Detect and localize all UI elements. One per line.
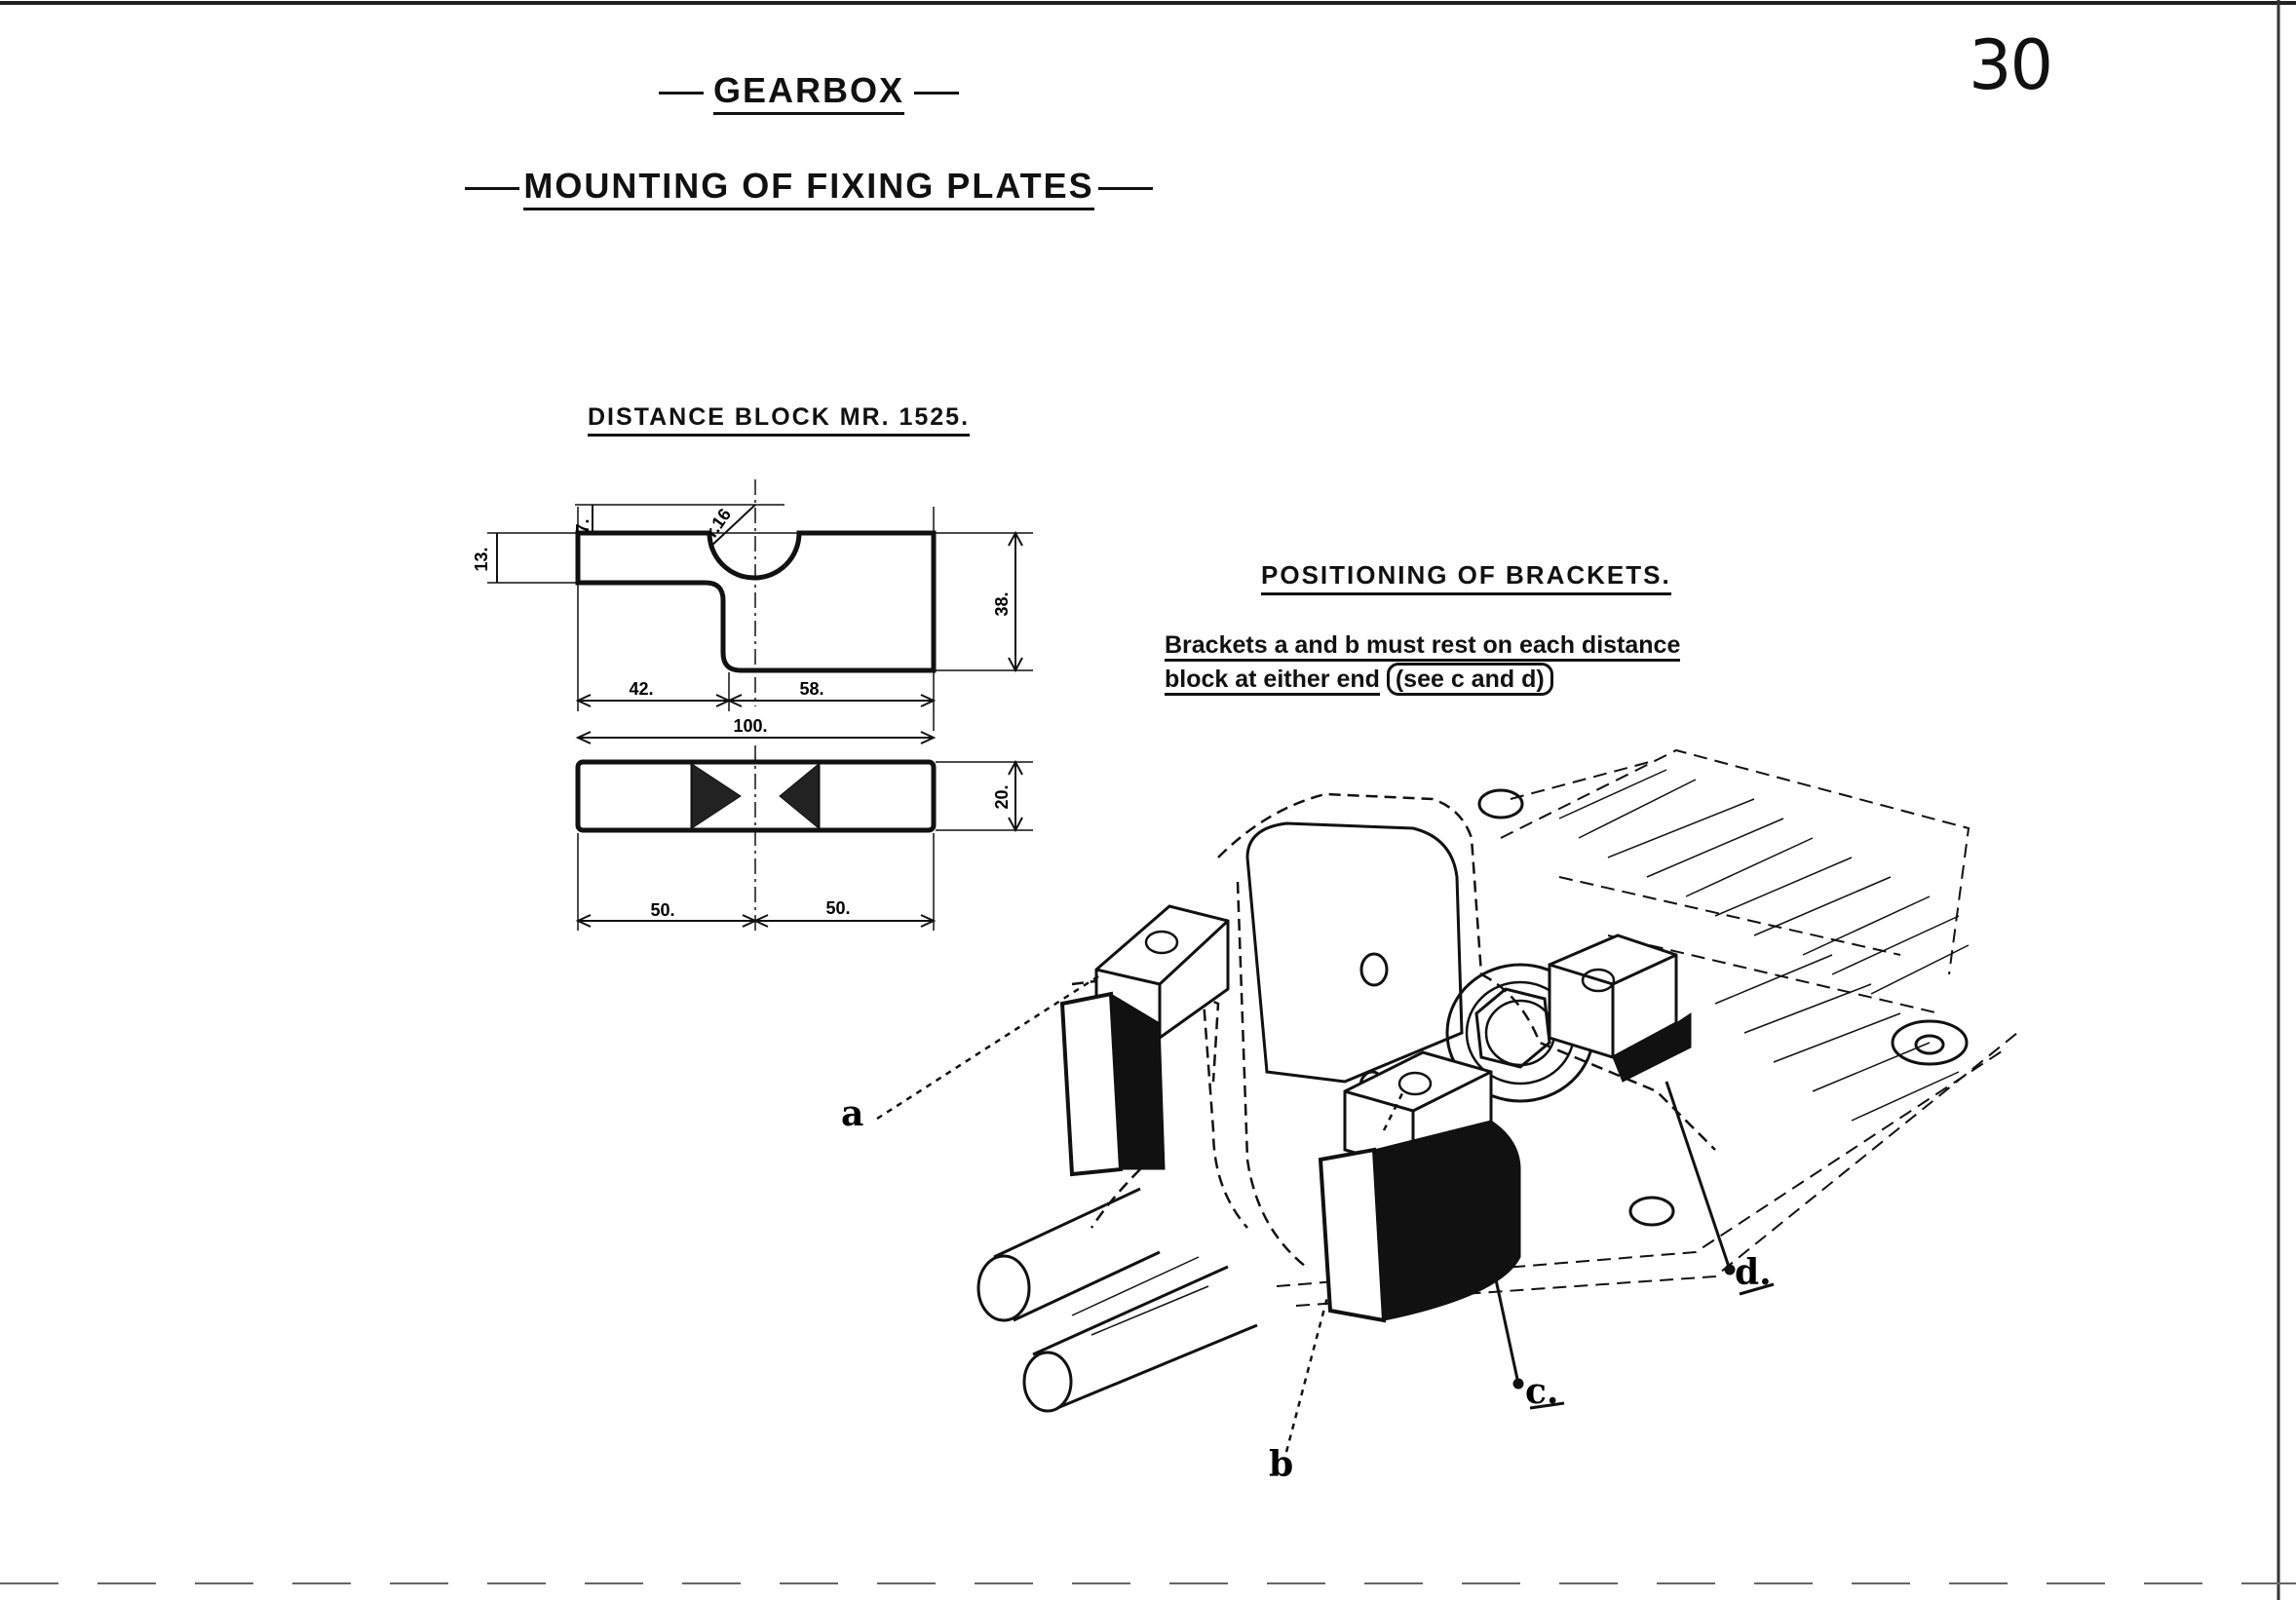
- distance-block-side-view: [487, 479, 1033, 744]
- callout-c: c.: [1525, 1371, 1558, 1412]
- callout-leaders: [876, 972, 1775, 1453]
- title-dash-left: [658, 91, 704, 95]
- subtitle-dash-right: [1097, 186, 1153, 190]
- page-subtitle: MOUNTING OF FIXING PLATES: [0, 166, 1618, 210]
- dim-50-left: 50.: [650, 900, 674, 920]
- distance-block-heading: DISTANCE BLOCK MR. 1525.: [588, 403, 971, 437]
- dim-42: 42.: [629, 679, 653, 699]
- dim-7: 7.: [573, 518, 593, 533]
- dim-13: 13.: [472, 547, 491, 571]
- gearbox-assembly-drawing: [976, 748, 2018, 1413]
- bracket-a: [1059, 904, 1230, 1177]
- subtitle-dash-left: [465, 186, 520, 190]
- dim-50-right: 50.: [825, 898, 850, 918]
- bracket-d: [1548, 933, 1692, 1083]
- page-title: GEARBOX: [0, 70, 1618, 115]
- note-line-2: block at either end: [1165, 666, 1380, 696]
- plate-hatching: [1558, 769, 1970, 1122]
- output-shafts: [976, 1187, 1258, 1413]
- positioning-note: Brackets a and b must rest on each dista…: [1165, 629, 1905, 697]
- dim-100: 100.: [733, 716, 767, 736]
- callout-labels: a b c. d.: [841, 1093, 1772, 1485]
- dim-20: 20.: [992, 784, 1012, 809]
- title-text: GEARBOX: [712, 70, 905, 115]
- bracket-b: [1318, 1050, 1521, 1323]
- note-line-1: Brackets a and b must rest on each dista…: [1165, 631, 1681, 662]
- dim-38: 38.: [992, 591, 1012, 616]
- distance-block-top-view: [575, 745, 1033, 935]
- dim-58: 58.: [799, 679, 823, 699]
- page-number: 30: [1969, 25, 2053, 105]
- callout-a: a: [841, 1093, 863, 1134]
- distance-block-top-dimensions: 20. 50. 50.: [650, 784, 1012, 920]
- positioning-heading: POSITIONING OF BRACKETS.: [1261, 560, 1671, 595]
- title-dash-right: [914, 91, 960, 95]
- callout-d: d.: [1735, 1252, 1772, 1293]
- note-see-reference: (see c and d): [1386, 663, 1553, 696]
- callout-b: b: [1269, 1444, 1293, 1485]
- subtitle-text: MOUNTING OF FIXING PLATES: [523, 166, 1094, 210]
